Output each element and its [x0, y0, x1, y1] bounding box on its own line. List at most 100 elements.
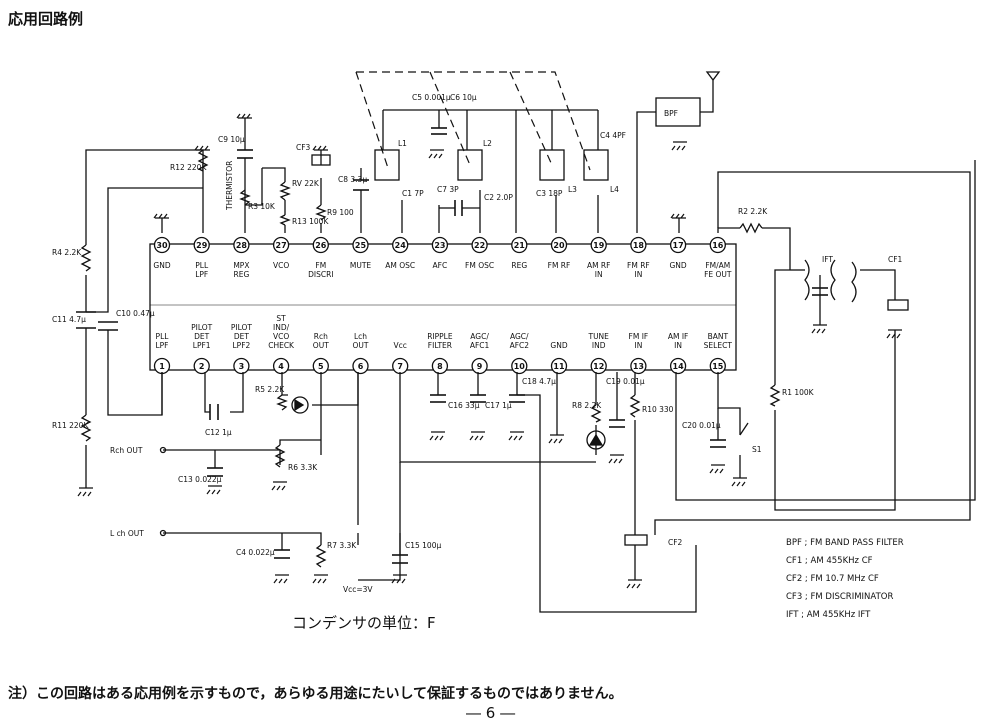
pin-circle-9 — [471, 357, 488, 375]
label-bpf: BPF — [664, 109, 678, 118]
pin-circle-12 — [590, 357, 607, 375]
ground-symbols — [77, 113, 902, 589]
label-c20: C20 0.01μ — [682, 421, 721, 430]
label-vcc: Vcc=3V — [343, 585, 373, 594]
label-c13: C13 0.022μ — [178, 475, 222, 484]
pin-label-7: Vcc — [394, 341, 407, 350]
label-r13: R13 100K — [292, 217, 329, 226]
pin-number-21: 21 — [514, 241, 526, 250]
pin-number-18: 18 — [633, 241, 645, 250]
pin-label-11: GND — [550, 341, 567, 350]
pin-label-17: GND — [669, 261, 686, 270]
pin-number-17: 17 — [673, 241, 684, 250]
led-and-switch — [159, 396, 749, 537]
pin-circle-29 — [193, 236, 210, 254]
label-lch-out: L ch OUT — [110, 529, 144, 538]
label-r3: R3 10K — [248, 202, 276, 211]
label-c19: C19 0.01μ — [606, 377, 645, 386]
label-c5: C5 0.001μ — [412, 93, 451, 102]
label-c17: C17 1μ — [485, 401, 512, 410]
pin-number-26: 26 — [315, 241, 327, 250]
disclaimer-note: 注）この回路はある応用例を示すもので，あらゆる用途にたいして保証するものではあり… — [8, 686, 623, 702]
label-l2: L2 — [483, 139, 492, 148]
pin-number-24: 24 — [395, 241, 407, 250]
legend-cf1: CF1 ; AM 455KHz CF — [786, 556, 873, 566]
pin-number-27: 27 — [276, 241, 287, 250]
pin-label-25: MUTE — [350, 261, 372, 270]
coils-and-filters — [311, 71, 909, 546]
pin-circle-8 — [431, 357, 449, 375]
pin-label-10: AGC/AFC2 — [510, 332, 530, 350]
label-ift: IFT — [822, 255, 833, 264]
label-r8: R8 2.2K — [572, 401, 602, 410]
label-c10: C10 0.47μ — [116, 309, 155, 318]
pin-number-12: 12 — [593, 362, 604, 371]
pin-number-15: 15 — [712, 362, 724, 371]
tuning-gang-dashed — [355, 71, 591, 171]
pin-circle-19 — [590, 236, 607, 254]
label-l3: L3 — [568, 185, 577, 194]
label-c9: C9 10μ — [218, 135, 245, 144]
pin-circle-4 — [272, 357, 290, 375]
pin-number-9: 9 — [477, 362, 483, 371]
label-c15: C15 100μ — [405, 541, 441, 550]
label-s1: S1 — [752, 445, 762, 454]
label-r10: R10 330 — [642, 405, 674, 414]
label-rch-out: Rch OUT — [110, 446, 143, 455]
pin-number-10: 10 — [514, 362, 526, 371]
label-c18: C18 4.7μ — [522, 377, 556, 386]
label-c12: C12 1μ — [205, 428, 232, 437]
pin-circle-10 — [511, 357, 528, 375]
pin-number-16: 16 — [712, 241, 724, 250]
label-r6: R6 3.3K — [288, 463, 318, 472]
label-cf2: CF2 — [668, 538, 683, 547]
label-c14: C4 0.022μ — [236, 548, 275, 557]
pin-number-19: 19 — [593, 241, 605, 250]
pin-number-20: 20 — [553, 241, 565, 250]
label-l1: L1 — [398, 139, 407, 148]
pin-circle-22 — [471, 236, 488, 254]
pin-bottom-11: 11 GND — [550, 341, 568, 375]
pin-circle-17 — [669, 236, 687, 254]
pin-number-5: 5 — [318, 362, 324, 371]
label-r5: R5 2.2K — [255, 385, 285, 394]
label-cf1: CF1 — [888, 255, 903, 264]
pin-circle-21 — [511, 236, 528, 254]
resistors — [80, 149, 781, 568]
pin-circle-27 — [272, 236, 290, 254]
pin-number-30: 30 — [156, 241, 168, 250]
label-c8: C8 3.3μ — [338, 175, 367, 184]
pin-circle-30 — [153, 236, 171, 254]
wiring — [85, 80, 976, 613]
pin-number-4: 4 — [278, 362, 284, 371]
pin-number-11: 11 — [553, 362, 565, 371]
pin-circle-25 — [352, 236, 369, 254]
label-c3: C3 18P — [536, 189, 563, 198]
label-r11: R11 220K — [52, 421, 89, 430]
